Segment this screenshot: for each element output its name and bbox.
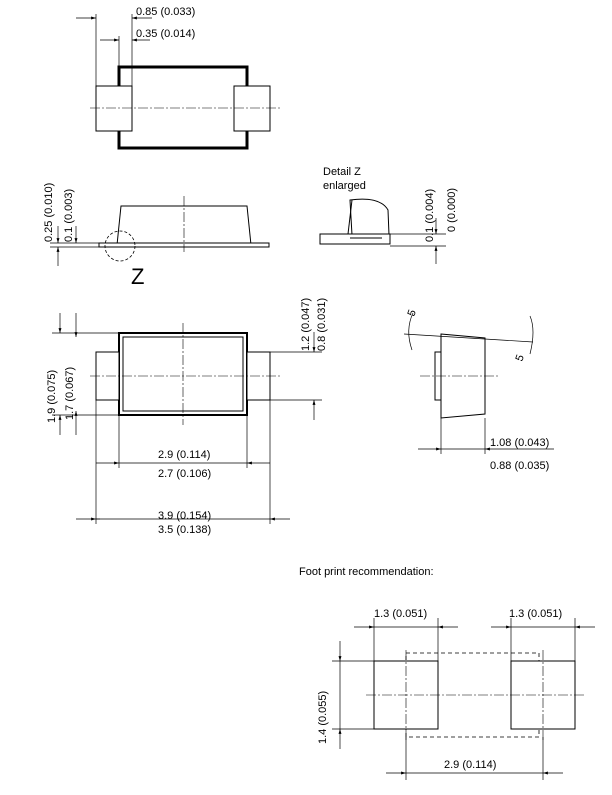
plan-body-min-label: 2.7 (0.106) xyxy=(158,468,211,480)
top-dim-outer-label: 0.85 (0.033) xyxy=(136,6,195,18)
plan-body-max-label: 2.9 (0.114) xyxy=(158,449,210,461)
plan-lead-max-label: 1.2 (0.047) xyxy=(300,298,312,351)
plan-view: 1.9 (0.075) 1.7 (0.067) 1.2 (0.047) 0.8 … xyxy=(46,298,328,536)
detail-z-marker: Z xyxy=(131,264,144,289)
end-dim-max-label: 1.08 (0.043) xyxy=(490,437,549,449)
footprint-title: Foot print recommendation: xyxy=(299,566,434,578)
detail-title-line1: Detail Z xyxy=(323,166,361,178)
detail-body-edge xyxy=(347,199,353,235)
plan-lead-min-label: 0.8 (0.031) xyxy=(316,298,328,351)
side-view: Z 0.25 (0.010) 0.1 (0.003) xyxy=(43,183,270,289)
end-angle-top-label: 5 xyxy=(406,308,419,318)
end-body xyxy=(440,333,486,419)
plan-height-max-label: 1.9 (0.075) xyxy=(46,370,58,423)
side-dim-a-label: 0.25 (0.010) xyxy=(43,183,55,242)
footprint-pad-width-left-label: 1.3 (0.051) xyxy=(374,608,427,620)
plan-height-min-label: 1.7 (0.067) xyxy=(64,367,76,420)
detail-lead xyxy=(319,233,391,245)
footprint-pad-height-label: 1.4 (0.055) xyxy=(317,691,329,744)
end-angle-bottom-label: 5 xyxy=(514,353,527,363)
end-dim-min-label: 0.88 (0.035) xyxy=(490,460,549,472)
detail-z-view: Detail Z enlarged 0.1 (0.004) 0 (0.000) xyxy=(319,166,458,264)
plan-total-min-label: 3.5 (0.138) xyxy=(158,524,211,536)
footprint-pitch-label: 2.9 (0.114) xyxy=(444,759,496,771)
end-angle-line xyxy=(403,333,534,343)
detail-z-circle xyxy=(104,230,136,262)
top-dim-inner-label: 0.35 (0.014) xyxy=(136,28,195,40)
top-view: 0.85 (0.033) 0.35 (0.014) xyxy=(76,6,280,150)
side-dim-b-label: 0.1 (0.003) xyxy=(63,189,75,242)
end-angle-arc-left xyxy=(408,312,414,351)
end-view: 5 5 1.08 (0.043) 0.88 (0.035) xyxy=(403,308,554,472)
detail-title-line2: enlarged xyxy=(323,180,366,192)
footprint-pad-width-right-label: 1.3 (0.051) xyxy=(509,608,562,620)
footprint-view: Foot print recommendation: 1.3 (0.051) 1… xyxy=(299,566,595,780)
top-body-outline xyxy=(117,65,249,150)
detail-dim-a-label: 0.1 (0.004) xyxy=(424,189,436,242)
top-lead-right xyxy=(233,85,271,132)
plan-total-max-label: 3.9 (0.154) xyxy=(158,510,211,522)
detail-body xyxy=(349,198,390,236)
top-lead-left xyxy=(95,85,133,132)
detail-dim-b-label: 0 (0.000) xyxy=(446,188,458,232)
end-angle-arc-right xyxy=(529,315,534,355)
